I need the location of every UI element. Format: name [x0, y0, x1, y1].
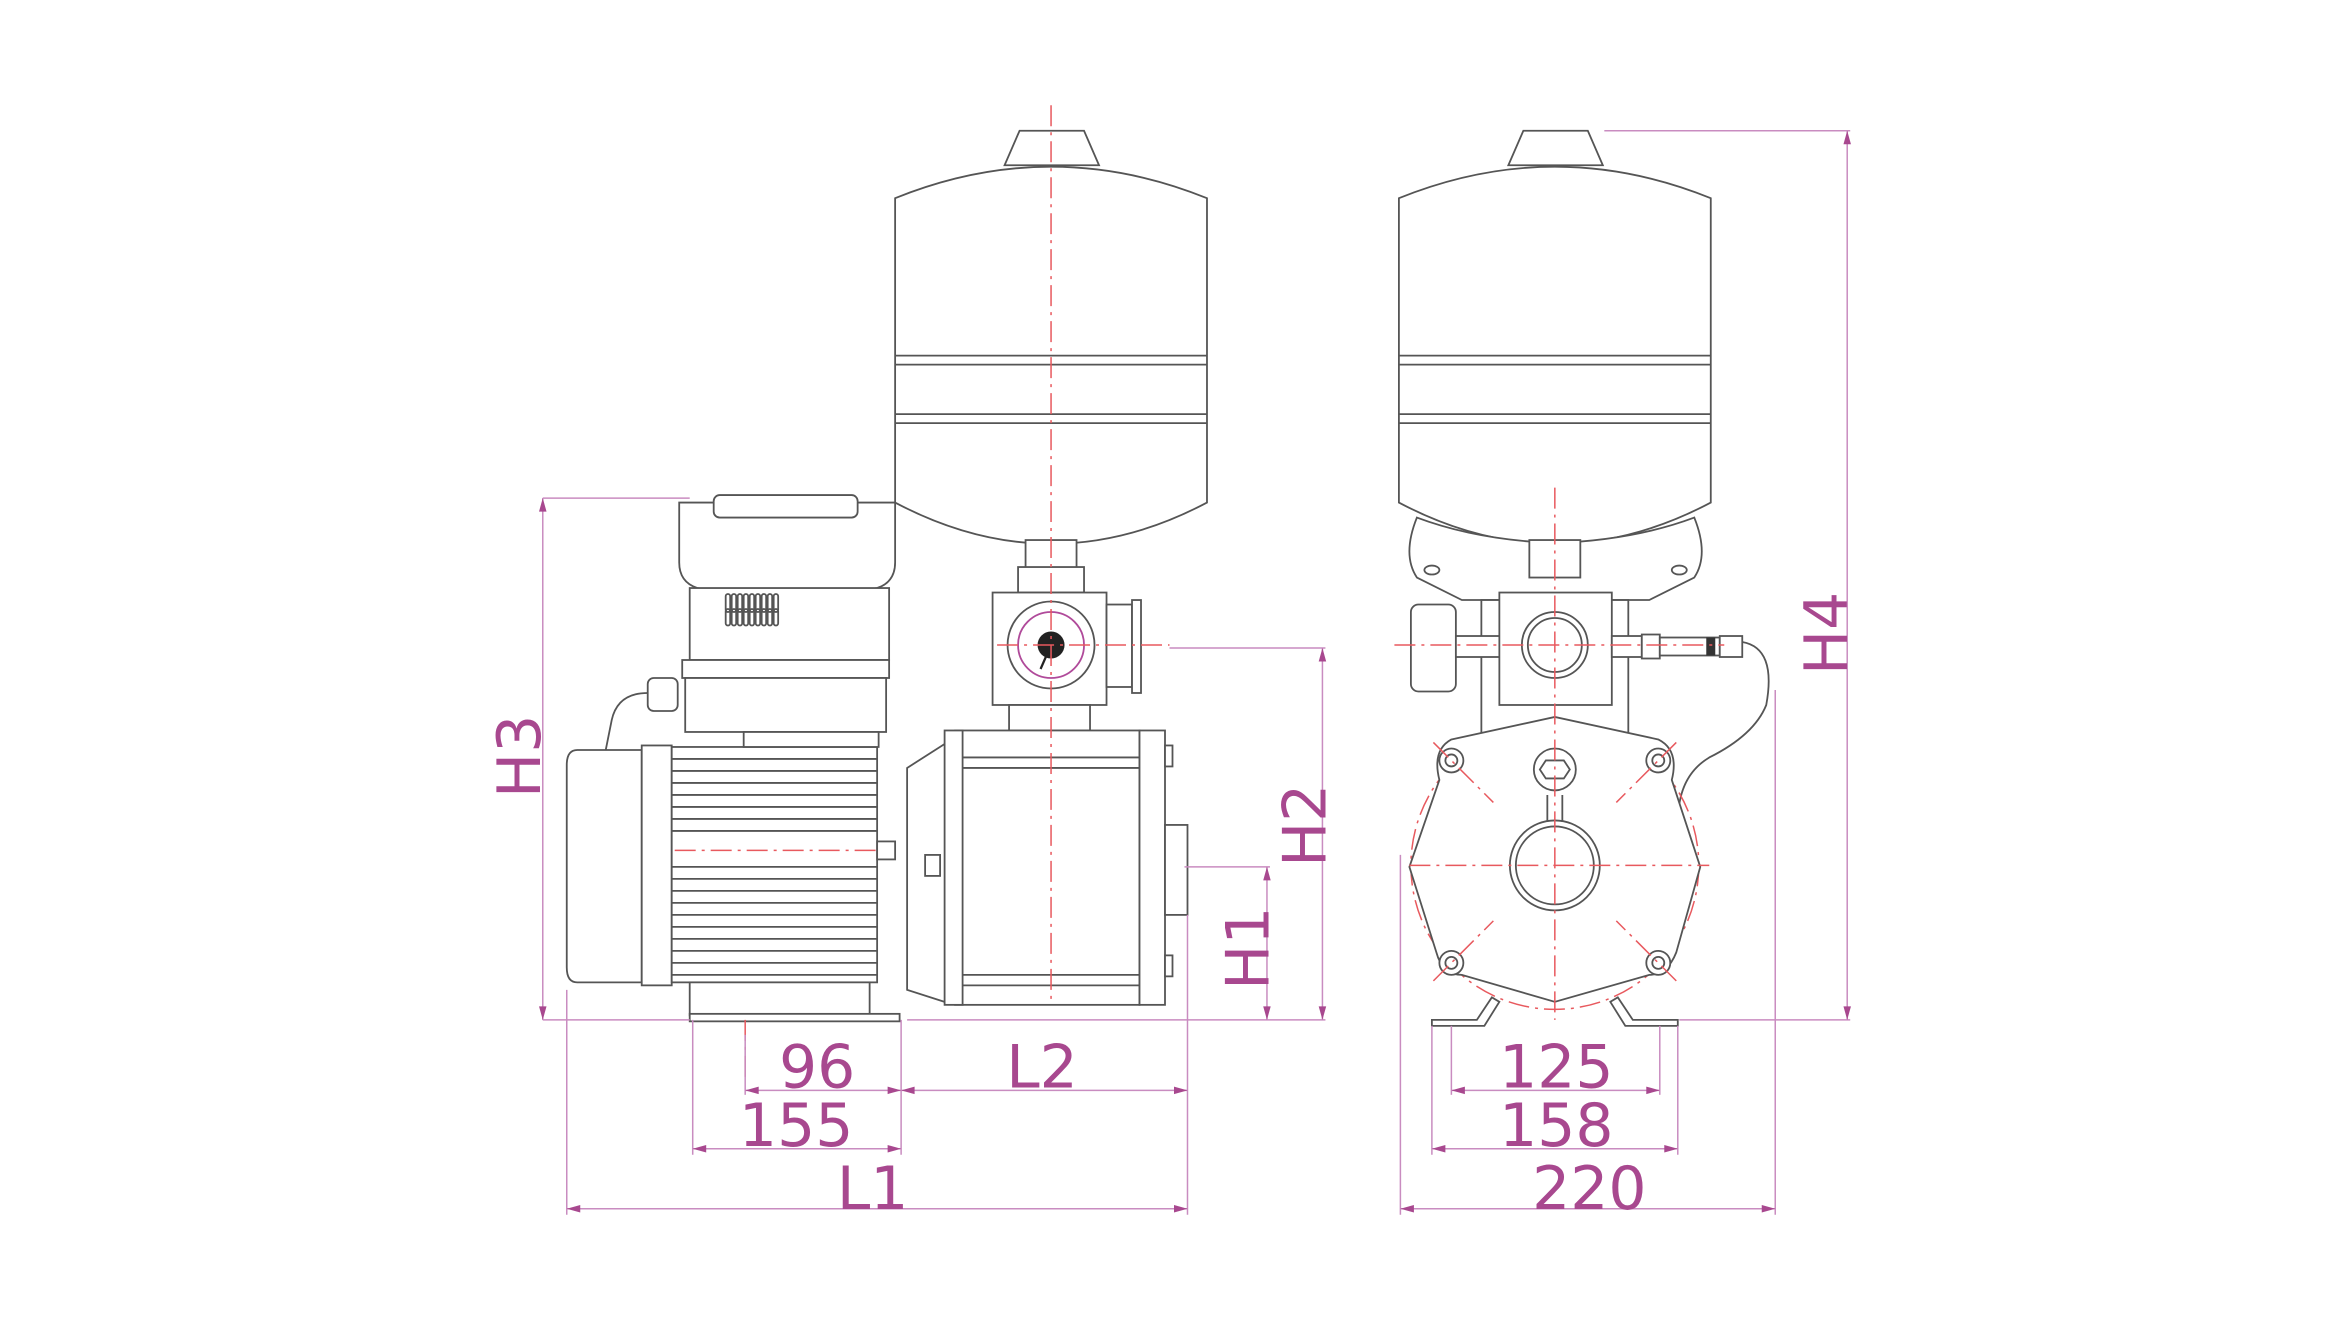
arrow-head — [1400, 1205, 1414, 1213]
vent-slot — [742, 608, 750, 627]
arrow-head — [745, 1086, 759, 1095]
pressure-tank-front — [1398, 129, 1712, 545]
bolt-inner — [1444, 955, 1459, 970]
arrow-head — [1318, 648, 1327, 662]
bolt-centerline — [1432, 741, 1494, 803]
pressure-tank-side — [894, 129, 1208, 545]
bolt-inner — [1444, 753, 1459, 768]
dim-label-96: 96 — [779, 1032, 855, 1102]
motor — [565, 744, 901, 1023]
dim-label-l2: L2 — [1006, 1032, 1078, 1102]
arrow-head — [1263, 1006, 1271, 1020]
bolt-inner — [1651, 753, 1666, 768]
dim-label-h3: H3 — [485, 715, 555, 798]
arrow-head — [1318, 1006, 1327, 1020]
vent-slot — [748, 608, 756, 627]
arrow-head — [887, 1145, 902, 1153]
bolt-centerline — [1615, 920, 1677, 982]
vent-slot — [724, 608, 732, 627]
arrow-head — [901, 1086, 915, 1095]
vent-slot — [766, 608, 774, 627]
arrow-head — [1451, 1086, 1465, 1095]
vent-slot — [736, 608, 744, 627]
dim-label-h1: H1 — [1213, 907, 1283, 990]
pump-housing-front — [1408, 716, 1702, 1027]
vent-slot — [742, 593, 750, 613]
dim-label-h4: H4 — [1792, 592, 1862, 675]
dim-label-158: 158 — [1499, 1091, 1613, 1161]
arrow-head — [1173, 1205, 1188, 1213]
arrow-head — [1173, 1086, 1188, 1095]
dimensions — [539, 129, 1851, 1215]
arrow-head — [1646, 1086, 1660, 1095]
vent-slot — [736, 593, 744, 613]
arrow-head — [1761, 1205, 1776, 1213]
arrow-head — [1664, 1145, 1678, 1153]
bolt-centerline — [1615, 741, 1677, 803]
dim-label-l1: L1 — [837, 1154, 909, 1224]
arrow-head — [539, 1006, 547, 1020]
bolt-inner — [1651, 955, 1666, 970]
bolt-centerline — [1432, 920, 1494, 982]
arrow-head — [1843, 130, 1851, 145]
vent-slot — [772, 608, 780, 627]
arrow-head — [887, 1086, 902, 1095]
vent-slot — [724, 593, 732, 613]
arrow-head — [566, 1205, 581, 1213]
vent-slot — [754, 608, 762, 627]
controller — [604, 494, 897, 751]
pump-body — [906, 729, 1189, 1006]
arrow-head — [1843, 1006, 1851, 1020]
arrow-head — [539, 498, 547, 512]
vent-slot — [766, 593, 774, 613]
pressure-sensor — [1610, 633, 1770, 841]
arrow-head — [692, 1145, 707, 1153]
front-view — [1394, 129, 1770, 1027]
vent-slot — [760, 593, 768, 613]
vent-slot — [772, 593, 780, 613]
dim-label-125: 125 — [1499, 1032, 1613, 1102]
vent-slot — [748, 593, 756, 613]
dim-label-h2: H2 — [1270, 784, 1340, 867]
side-view — [565, 105, 1208, 1080]
arrow-head — [1263, 866, 1271, 881]
arrow-head — [1431, 1145, 1446, 1153]
vent-slot — [730, 593, 738, 613]
dim-label-220: 220 — [1532, 1154, 1646, 1224]
dim-label-155: 155 — [739, 1091, 853, 1161]
vent-slot — [730, 608, 738, 627]
vent-slot — [760, 608, 768, 627]
vent-slot — [754, 593, 762, 613]
